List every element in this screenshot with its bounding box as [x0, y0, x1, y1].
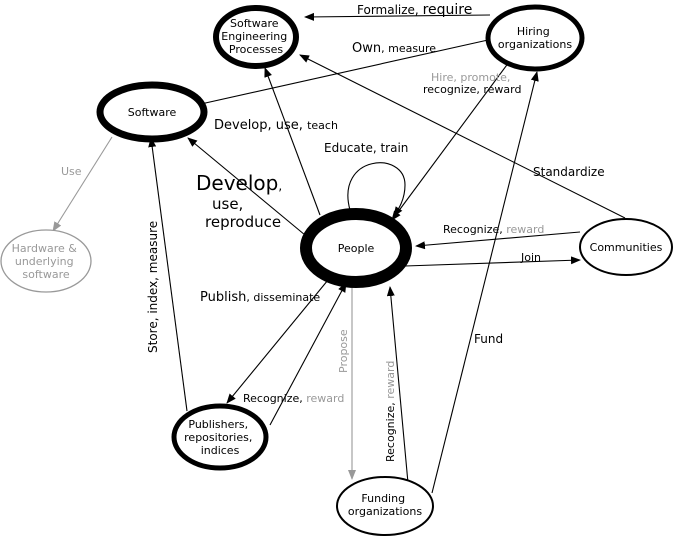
- label-use: Use: [61, 165, 82, 178]
- edge-publishers-to-software: [148, 137, 188, 412]
- edge-hiring-to-software: [182, 39, 489, 110]
- label-own-measure: Own, measure: [352, 41, 436, 56]
- label-educate-train: Educate, train: [324, 141, 408, 155]
- edge-hiring-to-people: [391, 57, 513, 221]
- edge-software-to-hardware: [52, 136, 113, 232]
- node-communities: Communities: [579, 218, 673, 276]
- label-formalize-require: Formalize, require: [357, 2, 472, 18]
- label-join: Join: [520, 251, 541, 264]
- edge-funding-to-hiring: [431, 71, 539, 494]
- edge-people-to-communities: [404, 256, 581, 267]
- node-funding: Funding organizations: [336, 476, 434, 536]
- label-propose: Propose: [337, 329, 350, 373]
- node-software-label: Software: [128, 106, 177, 119]
- edge-hiring-to-sep: [304, 12, 491, 21]
- node-sep: Software Engineering Processes: [213, 5, 299, 69]
- node-hiring: Hiring organizations: [485, 4, 585, 72]
- edges: [52, 12, 626, 494]
- node-hiring-label: Hiring organizations: [498, 25, 572, 51]
- node-hardware: Hardware & underlying software: [0, 229, 92, 293]
- node-software: Software: [96, 81, 208, 143]
- edge-communities-to-sep: [299, 54, 626, 219]
- node-sep-label: Software Engineering Processes: [221, 17, 291, 56]
- label-fund: Fund: [474, 332, 503, 346]
- node-people-label: People: [338, 242, 375, 255]
- label-use-big: use,: [212, 195, 243, 213]
- label-develop-use-teach: Develop, use, teach: [214, 118, 338, 133]
- edge-funding-to-people: [386, 286, 409, 484]
- node-publishers: Publishers, repositories, indices: [171, 403, 269, 471]
- label-store-index-measure: Store, index, measure: [146, 221, 160, 353]
- node-funding-label: Funding organizations: [348, 492, 422, 518]
- label-recognize-reward-funding: Recognize, reward: [384, 361, 397, 462]
- label-reproduce-big: reproduce: [205, 213, 281, 231]
- label-recognize-reward-communities: Recognize, reward: [443, 223, 544, 236]
- label-standardize: Standardize: [533, 165, 605, 179]
- node-hardware-label: Hardware & underlying software: [12, 242, 81, 281]
- node-communities-label: Communities: [590, 241, 663, 254]
- edge-people-to-software: [187, 137, 306, 236]
- label-recognize-reward-hiring: recognize, reward: [423, 83, 521, 96]
- label-develop-big: Develop,: [196, 171, 282, 195]
- edge-people-to-sep: [264, 67, 321, 216]
- label-recognize-reward-publishers: Recognize, reward: [243, 392, 344, 405]
- label-hire-promote: Hire, promote,: [431, 71, 510, 84]
- node-people: People: [300, 208, 412, 288]
- edge-communities-to-people: [415, 231, 581, 250]
- edge-people-to-publishers: [226, 279, 329, 404]
- edge-labels: Formalize, require Own, measure Hire, pr…: [61, 2, 605, 462]
- label-publish-disseminate: Publish, disseminate: [200, 290, 320, 305]
- edge-publishers-to-people: [269, 282, 347, 426]
- node-publishers-label: Publishers, repositories, indices: [184, 418, 256, 457]
- edge-people-self-loop: [347, 162, 406, 217]
